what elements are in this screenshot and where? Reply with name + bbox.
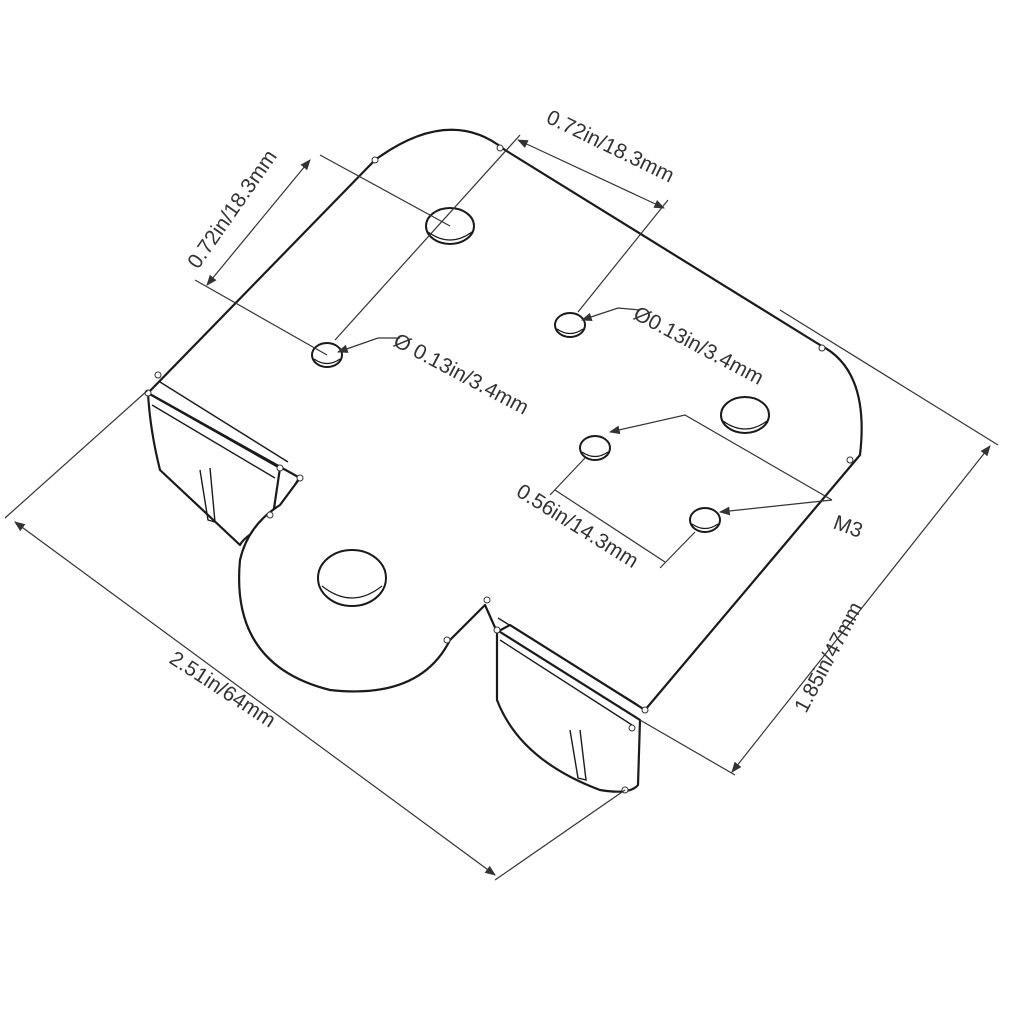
overall-width-label: 1.85in/47mm xyxy=(790,598,867,716)
mount-hole-right xyxy=(720,396,770,434)
hole-spacing-top-label: 0.72in/18.3mm xyxy=(543,106,678,188)
small-hole-center xyxy=(554,312,586,338)
m3-hole-upper xyxy=(579,435,611,461)
mount-hole-large xyxy=(317,549,387,607)
right-flange xyxy=(495,628,642,793)
overall-length-label: 2.51in/64mm xyxy=(165,647,279,732)
m3-hole-lower xyxy=(689,507,721,533)
thread-label: M3 xyxy=(830,511,865,543)
